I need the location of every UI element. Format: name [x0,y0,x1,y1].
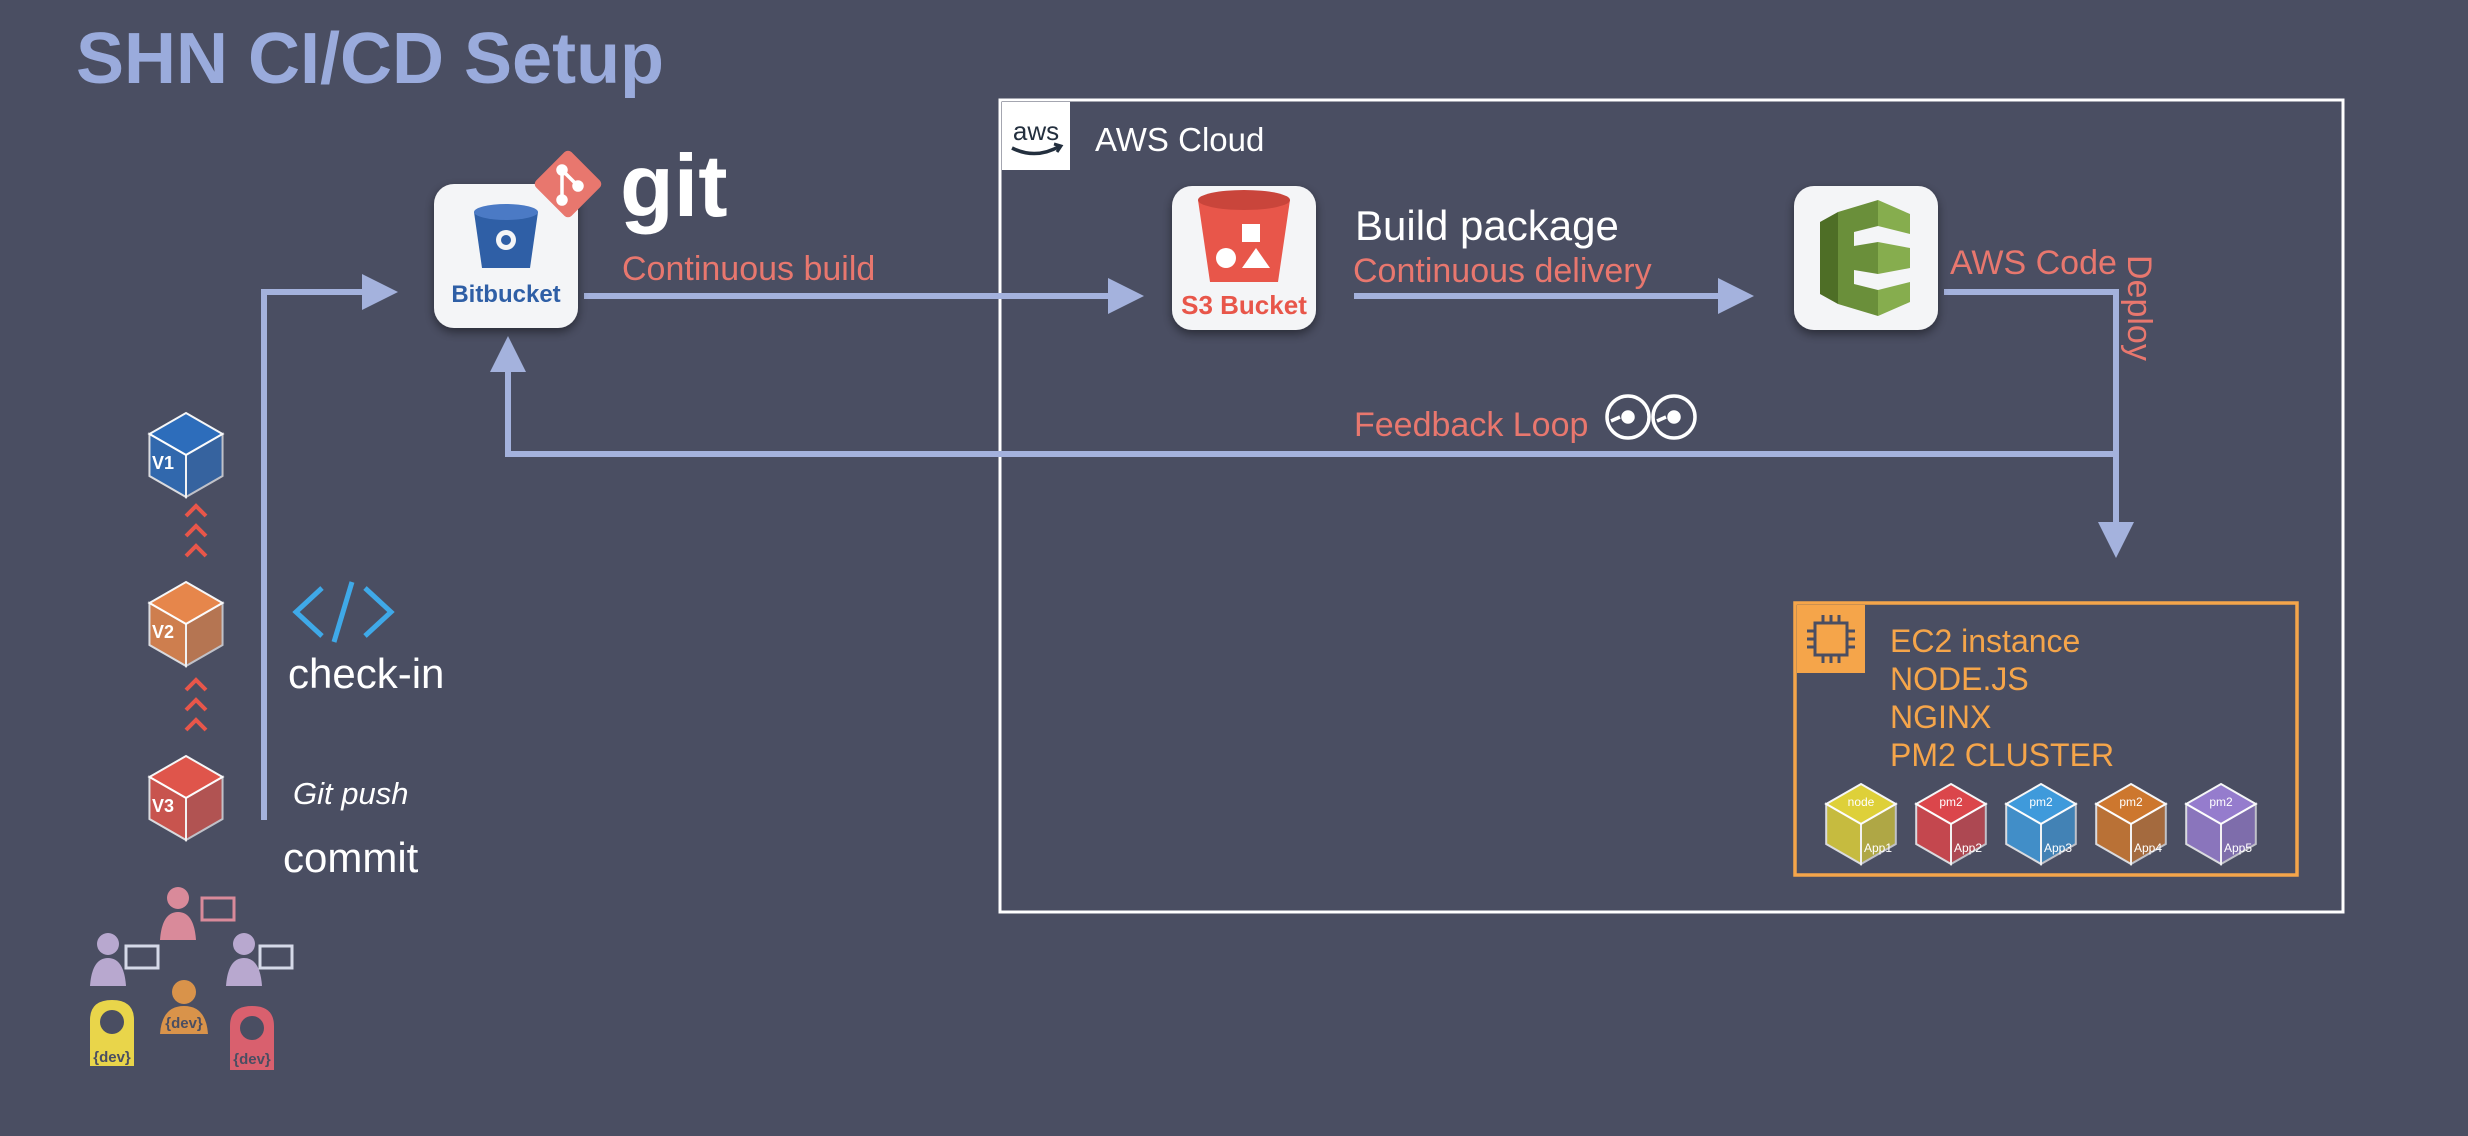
codedeploy-node[interactable] [1794,186,1938,330]
aws-cloud-label: AWS Cloud [1095,121,1264,158]
dev-label: {dev} [93,1049,131,1066]
app-side-label: App1 [1864,841,1892,855]
bitbucket-icon [474,204,538,268]
app-top-label: pm2 [2029,795,2053,809]
app-top-label: pm2 [2119,795,2143,809]
git-logo: git [534,136,728,235]
aws-cloud-boundary [998,98,2345,914]
commit-label: commit [283,834,419,881]
s3-label: S3 Bucket [1181,290,1307,320]
version-cube-icon: V1 [147,411,225,499]
aws-codedeploy-icon [1820,200,1910,316]
app-side-label: App3 [2044,841,2072,855]
ec2-line-3: NGINX [1890,699,1991,735]
bitbucket-label: Bitbucket [451,281,560,308]
app-side-label: App2 [1954,841,1982,855]
deploy-arrow [1944,289,2134,558]
version-label: V1 [152,453,174,473]
git-label: git [620,136,728,235]
s3-bucket-icon [1198,190,1290,282]
app-top-label: node [1848,795,1875,809]
developer-icon [160,887,236,940]
dev-label: {dev} [233,1051,271,1068]
feedback-loop-label: Feedback Loop [1354,406,1588,444]
continuous-build-label: Continuous build [622,250,875,288]
aws-cloud-group: aws AWS Cloud [998,98,2345,914]
developer-icon [90,933,160,986]
app-side-label: App5 [2224,841,2252,855]
feedback-loop-arrow [490,336,2116,457]
feedback-loop-icon [1605,394,1697,440]
code-icon [292,581,395,643]
dev-label: {dev} [165,1015,203,1032]
app-side-label: App4 [2134,841,2162,855]
codedeploy-label-line2: Deploy [2120,255,2158,361]
codedeploy-label-line1: AWS Code [1950,244,2117,282]
developer-female-icon: {dev} [230,1006,274,1070]
version-chevrons [184,503,208,732]
version-cube-icon: V3 [147,754,225,842]
ec2-node[interactable]: EC2 instance NODE.JS NGINX PM2 CLUSTER n… [1793,601,2299,877]
check-in-label: check-in [288,650,444,697]
aws-logo-text: aws [1013,116,1059,146]
ec2-boundary [1793,601,2299,877]
continuous-delivery-label: Continuous delivery [1353,252,1652,290]
aws-logo [1002,102,1070,170]
ec2-line-2: NODE.JS [1890,661,2029,697]
git-diamond-icon [534,150,602,218]
ec2-line-1: EC2 instance [1890,623,2080,659]
ec2-line-4: PM2 CLUSTER [1890,737,2114,773]
git-push-label: Git push [293,776,408,811]
version-label: V3 [152,796,174,816]
developer-icon [226,933,294,986]
aws-smile-icon [1011,144,1061,156]
app-top-label: pm2 [1939,795,1963,809]
s3-bucket-node[interactable]: S3 Bucket [1172,186,1316,330]
git-push-arrow [261,274,398,820]
bitbucket-node[interactable]: Bitbucket [434,184,578,328]
developer-female-icon: {dev} [90,1000,134,1066]
flow-arrows [261,274,2134,820]
ec2-chip-icon [1807,615,1855,663]
version-cube-icon: V2 [147,580,225,668]
page-title: SHN CI/CD Setup [76,19,664,99]
build-package-label: Build package [1355,202,1619,249]
app-top-label: pm2 [2209,795,2233,809]
developers-group: {dev} {dev} {dev} [90,887,294,1070]
version-label: V2 [152,622,174,642]
developer-icon: {dev} [160,980,208,1034]
